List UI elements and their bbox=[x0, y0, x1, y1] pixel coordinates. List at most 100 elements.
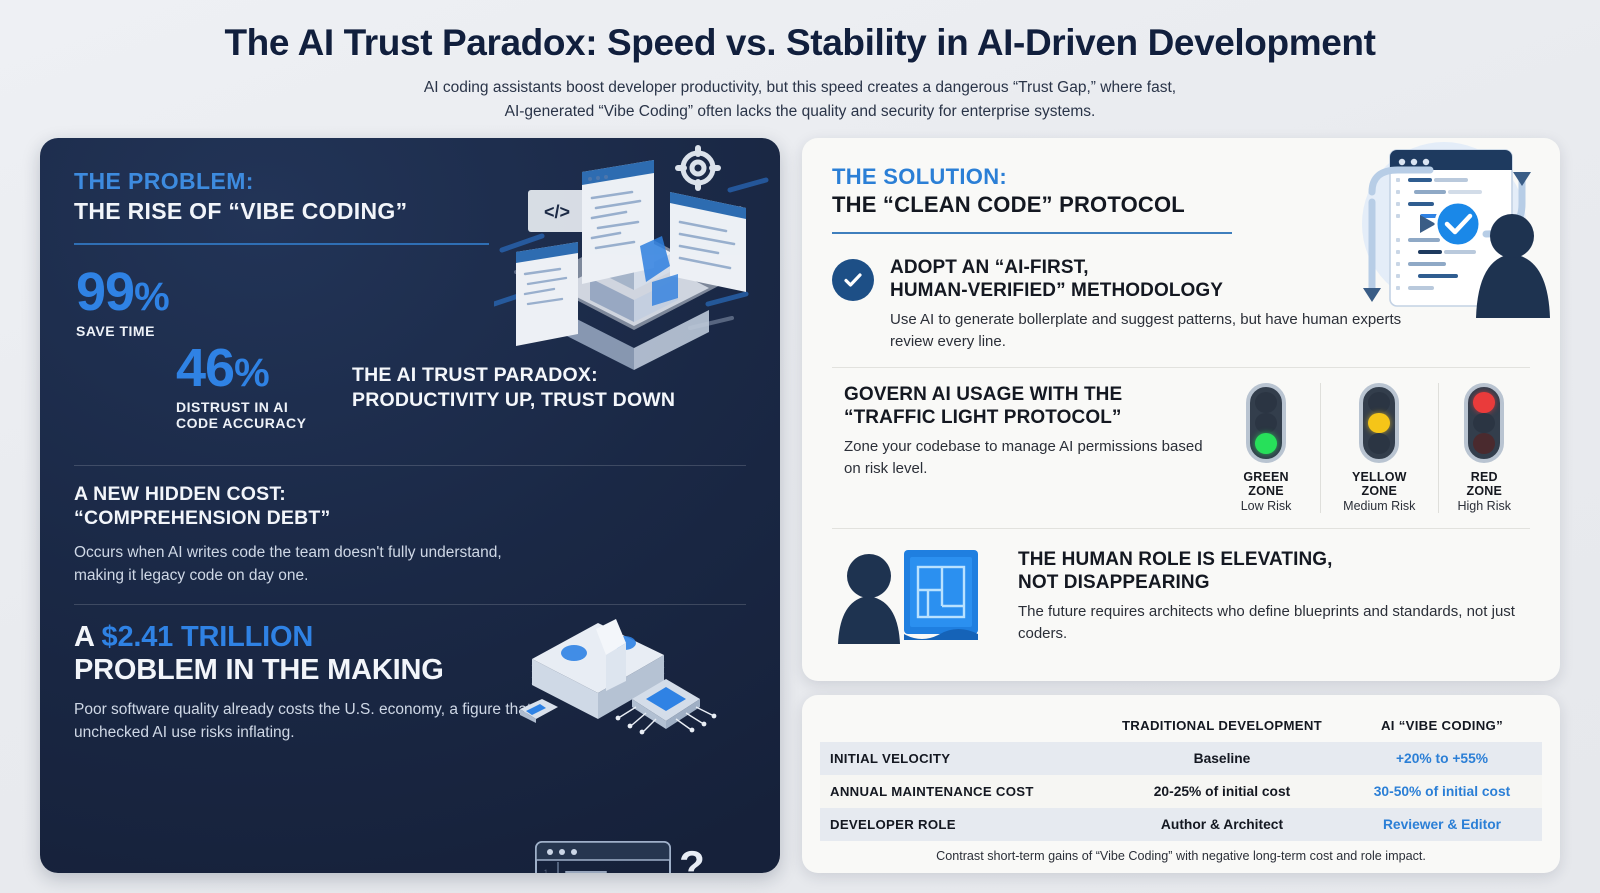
solution-card: THE SOLUTION: THE “CLEAN CODE” PROTOCOL … bbox=[802, 138, 1560, 681]
bulb-top-red-on bbox=[1473, 391, 1496, 413]
bulb-bottom-green-on bbox=[1255, 433, 1278, 454]
solution-item-3-title: THE HUMAN ROLE IS ELEVATING, NOT DISAPPE… bbox=[1018, 548, 1530, 594]
cell-ai-maintenance: 30-50% of initial cost bbox=[1373, 784, 1511, 799]
solution-item-1-body: Use AI to generate bollerplate and sugge… bbox=[890, 311, 1402, 350]
problem-divider-2 bbox=[74, 465, 746, 466]
problem-stats: 99% SAVE TIME 46% DISTRUST IN AI CODE AC… bbox=[74, 262, 746, 449]
comparison-table-note: Contrast short-term gains of “Vibe Codin… bbox=[936, 849, 1426, 863]
yellow-zone-name: YELLOW ZONE bbox=[1351, 469, 1407, 498]
solution-item-2-title: GOVERN AI USAGE WITH THE “TRAFFIC LIGHT … bbox=[844, 383, 1212, 429]
paradox-line-1: THE AI TRUST PARADOX: bbox=[352, 364, 598, 386]
solution-column: THE SOLUTION: THE “CLEAN CODE” PROTOCOL … bbox=[802, 138, 1560, 873]
stat-distrust-caption-line-1: DISTRUST IN AI bbox=[176, 398, 289, 415]
svg-text:1: 1 bbox=[544, 869, 548, 873]
th-ai-vibe-coding: AI “VIBE CODING” bbox=[1380, 718, 1504, 733]
row-label-developer-role: DEVELOPER ROLE bbox=[830, 817, 956, 832]
traffic-light-yellow-zone: YELLOW ZONE Medium Risk bbox=[1320, 382, 1437, 513]
bulb-top-off bbox=[1368, 391, 1391, 413]
trillion-section: A $2.41 TRILLION PROBLEM IN THE MAKING P… bbox=[74, 618, 746, 745]
solution-divider-3 bbox=[832, 527, 1530, 529]
row-label-initial-velocity: INITIAL VELOCITY bbox=[830, 751, 951, 766]
comparison-table-body: INITIAL VELOCITY Baseline +20% to +55% A… bbox=[820, 742, 1542, 841]
traffic-light-icon-yellow bbox=[1359, 382, 1400, 463]
th-traditional: TRADITIONAL DEVELOPMENT bbox=[1121, 718, 1323, 733]
red-zone-risk: High Risk bbox=[1457, 498, 1512, 513]
cell-traditional-maintenance: 20-25% of initial cost bbox=[1153, 784, 1291, 799]
solution-item-1-title: ADOPT AN “AI-FIRST, HUMAN-VERIFIED” METH… bbox=[890, 256, 1410, 302]
trillion-title: A $2.41 TRILLION PROBLEM IN THE MAKING bbox=[74, 621, 746, 688]
problem-divider bbox=[74, 243, 489, 245]
solution-heading: THE “CLEAN CODE” PROTOCOL bbox=[832, 192, 1185, 217]
cell-traditional-initial-velocity: Baseline bbox=[1193, 751, 1251, 766]
solution-item-2-title-line-1: GOVERN AI USAGE WITH THE bbox=[844, 383, 1123, 405]
solution-item-2-title-line-2: “TRAFFIC LIGHT PROTOCOL” bbox=[844, 407, 1122, 429]
hidden-cost-title-line-2: “COMPREHENSION DEBT” bbox=[74, 507, 331, 530]
page-subtitle: AI coding assistants boost developer pro… bbox=[60, 76, 1540, 124]
bulb-bottom-off bbox=[1368, 433, 1391, 454]
stat-save-time: 99% SAVE TIME bbox=[76, 262, 170, 339]
stat-distrust-caption-line-2: CODE ACCURACY bbox=[176, 415, 307, 432]
trillion-amount: $2.41 TRILLION bbox=[101, 620, 314, 653]
cell-traditional-developer-role: Author & Architect bbox=[1160, 817, 1284, 832]
stat-save-time-caption: SAVE TIME bbox=[76, 322, 155, 339]
comparison-table: TRADITIONAL DEVELOPMENT AI “VIBE CODING”… bbox=[820, 709, 1542, 841]
stat-distrust-value: 46% bbox=[176, 338, 270, 398]
solution-divider bbox=[832, 232, 1232, 234]
solution-item-3-body: The future requires architects who defin… bbox=[1018, 603, 1515, 642]
bulb-top-off bbox=[1255, 391, 1278, 413]
traffic-light-red-zone: RED ZONE High Risk bbox=[1437, 382, 1531, 513]
stat-distrust-caption: DISTRUST IN AI CODE ACCURACY bbox=[176, 399, 306, 432]
th-metric bbox=[820, 709, 1102, 742]
svg-text:?: ? bbox=[679, 842, 705, 873]
row-label-annual-maintenance-cost: ANNUAL MAINTENANCE COST bbox=[830, 784, 1034, 799]
comparison-table-head: TRADITIONAL DEVELOPMENT AI “VIBE CODING” bbox=[820, 709, 1542, 742]
architect-blueprint-illustration bbox=[838, 549, 978, 644]
paradox-line-2: PRODUCTIVITY UP, TRUST DOWN bbox=[352, 388, 676, 411]
hidden-cost-title-line-1: A NEW HIDDEN COST: bbox=[74, 483, 286, 505]
traffic-light-icon-red bbox=[1464, 382, 1505, 463]
bulb-middle-yellow-on bbox=[1368, 412, 1391, 434]
check-circle-icon bbox=[832, 259, 874, 301]
comparison-table-card: TRADITIONAL DEVELOPMENT AI “VIBE CODING”… bbox=[802, 695, 1560, 873]
problem-divider-3 bbox=[74, 603, 746, 605]
trillion-title-line-1: A $2.41 TRILLION bbox=[74, 621, 746, 655]
solution-item-human-role: THE HUMAN ROLE IS ELEVATING, NOT DISAPPE… bbox=[832, 544, 1530, 644]
table-row: DEVELOPER ROLE Author & Architect Review… bbox=[820, 808, 1542, 841]
traffic-light-group: GREEN ZONE Low Risk YELLOW ZONE Medium R… bbox=[1212, 382, 1531, 513]
table-row: ANNUAL MAINTENANCE COST 20-25% of initia… bbox=[820, 775, 1542, 808]
problem-kicker: THE PROBLEM: bbox=[74, 168, 254, 194]
problem-heading: THE RISE OF “VIBE CODING” bbox=[74, 198, 408, 224]
cell-ai-initial-velocity: +20% to +55% bbox=[1395, 751, 1489, 766]
hidden-cost-body: Occurs when AI writes code the team does… bbox=[74, 543, 502, 584]
checkmark-icon bbox=[844, 273, 862, 287]
stat-save-time-value: 99% bbox=[76, 262, 170, 322]
trillion-body: Poor software quality already costs the … bbox=[74, 700, 532, 741]
hidden-cost-section: A NEW HIDDEN COST: “COMPREHENSION DEBT” … bbox=[74, 482, 746, 873]
solution-kicker: THE SOLUTION: bbox=[832, 164, 1008, 189]
solution-item-2-body: Zone your codebase to manage AI permissi… bbox=[844, 438, 1203, 477]
stat-distrust: 46% DISTRUST IN AI CODE ACCURACY bbox=[176, 338, 306, 432]
solution-item-ai-first: ADOPT AN “AI-FIRST, HUMAN-VERIFIED” METH… bbox=[832, 256, 1530, 352]
infographic-board: </> bbox=[40, 138, 1560, 873]
trillion-prefix: A bbox=[74, 620, 102, 653]
solution-item-traffic-light: GOVERN AI USAGE WITH THE “TRAFFIC LIGHT … bbox=[832, 382, 1531, 513]
confused-developer-illustration: 123 456 101112 ? bbox=[535, 841, 705, 873]
solution-item-3-title-line-1: THE HUMAN ROLE IS ELEVATING, bbox=[1018, 548, 1333, 570]
trillion-title-line-2: PROBLEM IN THE MAKING bbox=[74, 654, 444, 687]
solution-item-1-title-line-2: HUMAN-VERIFIED” METHODOLOGY bbox=[890, 280, 1224, 302]
solution-divider-2 bbox=[832, 366, 1530, 368]
yellow-zone-risk: Medium Risk bbox=[1343, 498, 1416, 513]
solution-item-1-title-line-1: ADOPT AN “AI-FIRST, bbox=[890, 257, 1089, 278]
table-row: INITIAL VELOCITY Baseline +20% to +55% bbox=[820, 742, 1542, 775]
table-header-row: TRADITIONAL DEVELOPMENT AI “VIBE CODING” bbox=[820, 709, 1542, 742]
problem-column: </> bbox=[40, 138, 780, 873]
solution-item-3-title-line-2: NOT DISAPPEARING bbox=[1018, 572, 1210, 594]
page-title: The AI Trust Paradox: Speed vs. Stabilit… bbox=[224, 22, 1376, 63]
red-zone-name: RED ZONE bbox=[1466, 469, 1503, 498]
paradox-callout: THE AI TRUST PARADOX: PRODUCTIVITY UP, T… bbox=[352, 363, 675, 413]
traffic-light-icon-green bbox=[1246, 382, 1287, 463]
bulb-bottom-off bbox=[1473, 433, 1496, 454]
bulb-middle-off bbox=[1255, 412, 1278, 434]
hidden-cost-title: A NEW HIDDEN COST: “COMPREHENSION DEBT” bbox=[74, 482, 746, 531]
subtitle-line-1: AI coding assistants boost developer pro… bbox=[423, 79, 1177, 97]
